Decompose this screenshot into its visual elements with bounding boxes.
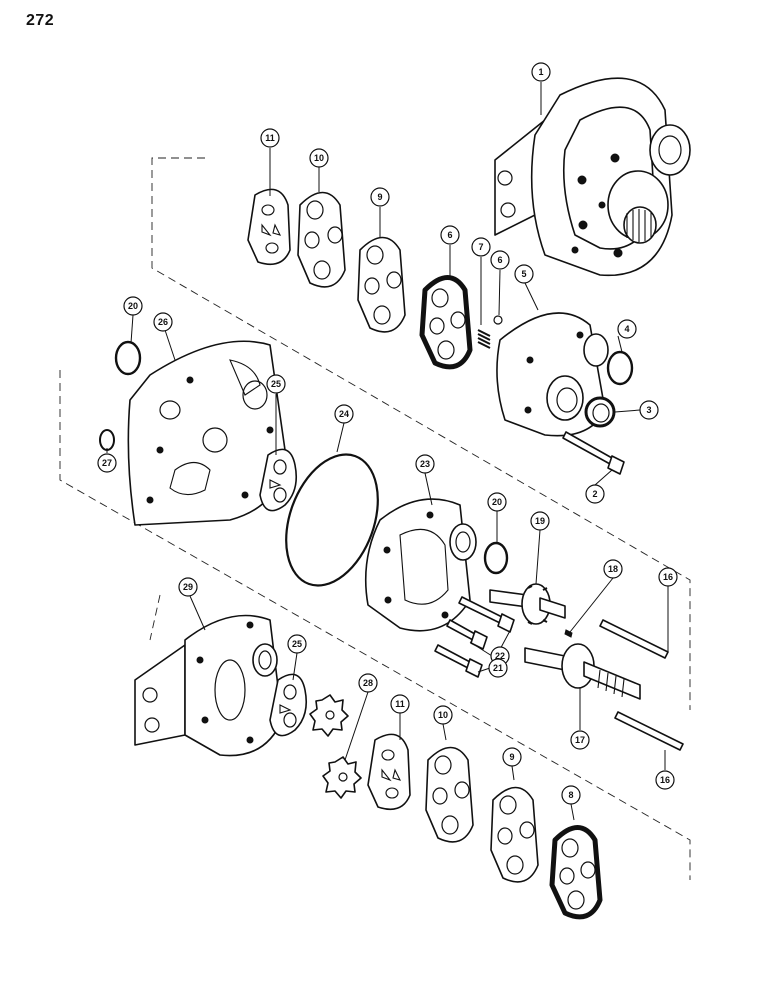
callout-2: 2 (585, 484, 605, 504)
wear-plate-25-lower (269, 673, 308, 737)
callout-9-upper: 9 (370, 187, 390, 207)
svg-text:9: 9 (377, 192, 382, 202)
svg-text:18: 18 (608, 564, 618, 574)
o-ring-20-upper-part (114, 340, 142, 376)
svg-text:16: 16 (663, 572, 673, 582)
dark-gasket-8-lower (549, 825, 603, 920)
svg-text:22: 22 (495, 651, 505, 661)
plate-11-lower (367, 733, 411, 811)
svg-text:10: 10 (438, 710, 448, 720)
pin-16-upper-part (599, 619, 669, 659)
callout-28: 28 (358, 673, 378, 693)
callout-9-lower: 9 (502, 747, 522, 767)
callout-25-upper: 25 (266, 374, 286, 394)
driven-gear-17-part (524, 643, 641, 700)
callout-1: 1 (531, 62, 551, 82)
callout-20-upper: 20 (123, 296, 143, 316)
svg-text:11: 11 (265, 133, 275, 143)
callout-18: 18 (603, 559, 623, 579)
spring-7-part (477, 329, 491, 349)
callout-5: 5 (514, 264, 534, 284)
callout-3: 3 (639, 400, 659, 420)
callout-24: 24 (334, 404, 354, 424)
svg-text:6: 6 (497, 255, 502, 265)
svg-text:28: 28 (363, 678, 373, 688)
o-ring-20-lower-part (483, 541, 509, 575)
callout-6-dark-gasket: 6 (440, 225, 460, 245)
callout-19: 19 (530, 511, 550, 531)
callout-6-ball: 6 (490, 250, 510, 270)
svg-text:1: 1 (538, 67, 543, 77)
upper-group-boundary (151, 157, 691, 710)
o-ring-27-part (99, 429, 115, 451)
wear-plate-25-upper (259, 448, 298, 512)
svg-text:2: 2 (592, 489, 597, 499)
svg-text:5: 5 (521, 269, 526, 279)
callout-7: 7 (471, 237, 491, 257)
svg-text:21: 21 (493, 663, 503, 673)
svg-text:25: 25 (292, 639, 302, 649)
o-ring-24-part (285, 453, 379, 587)
ball-6-part (493, 315, 503, 325)
svg-text:11: 11 (395, 699, 405, 709)
gasket-10-upper (297, 191, 346, 288)
callout-16-upper: 16 (658, 567, 678, 587)
bolt-2-part (562, 431, 625, 475)
rear-housing-29-part (134, 614, 283, 757)
callout-21: 21 (488, 658, 508, 678)
callout-11-lower: 11 (390, 694, 410, 714)
svg-text:8: 8 (568, 790, 573, 800)
callout-25-lower: 25 (287, 634, 307, 654)
bolts-21-22-part (434, 596, 515, 678)
plate-11-upper (247, 188, 291, 266)
callout-10-lower: 10 (433, 705, 453, 725)
callout-29: 29 (178, 577, 198, 597)
svg-text:7: 7 (478, 242, 483, 252)
svg-text:20: 20 (492, 497, 502, 507)
callout-10-upper: 10 (309, 148, 329, 168)
middle-group-boundary (59, 370, 691, 880)
svg-text:20: 20 (128, 301, 138, 311)
callout-11-upper: 11 (260, 128, 280, 148)
callout-4: 4 (617, 319, 637, 339)
callout-27: 27 (97, 453, 117, 473)
svg-text:19: 19 (535, 516, 545, 526)
svg-text:9: 9 (509, 752, 514, 762)
gear-body-23-part (364, 498, 477, 632)
gears-28-part (309, 694, 362, 799)
drive-gear-19-part (489, 583, 566, 625)
gasket-10-lower (425, 746, 474, 843)
page-number: 272 (26, 12, 55, 29)
gasket-9-lower (490, 786, 539, 883)
svg-text:17: 17 (575, 735, 585, 745)
svg-text:16: 16 (660, 775, 670, 785)
callout-20-lower: 20 (487, 492, 507, 512)
lower-group-boundary (149, 594, 161, 641)
plate-26-part (127, 340, 286, 526)
svg-text:10: 10 (314, 153, 324, 163)
callout-23: 23 (415, 454, 435, 474)
seal-3-part (584, 396, 616, 428)
callout-16-lower: 16 (655, 770, 675, 790)
gasket-9-upper (357, 236, 406, 333)
cover-plate-5-part (496, 312, 609, 437)
svg-text:27: 27 (102, 458, 112, 468)
svg-text:26: 26 (158, 317, 168, 327)
o-ring-4-part (606, 350, 634, 386)
dark-gasket-upper (419, 275, 473, 370)
svg-text:4: 4 (624, 324, 629, 334)
callout-8: 8 (561, 785, 581, 805)
svg-text:3: 3 (646, 405, 651, 415)
pump-housing-part (494, 77, 691, 277)
svg-text:23: 23 (420, 459, 430, 469)
leader-lines (106, 82, 669, 821)
svg-text:24: 24 (339, 409, 349, 419)
svg-text:25: 25 (271, 379, 281, 389)
svg-text:29: 29 (183, 582, 193, 592)
callout-26: 26 (153, 312, 173, 332)
callout-17: 17 (570, 730, 590, 750)
svg-text:6: 6 (447, 230, 452, 240)
pin-16-lower-part (614, 711, 684, 751)
